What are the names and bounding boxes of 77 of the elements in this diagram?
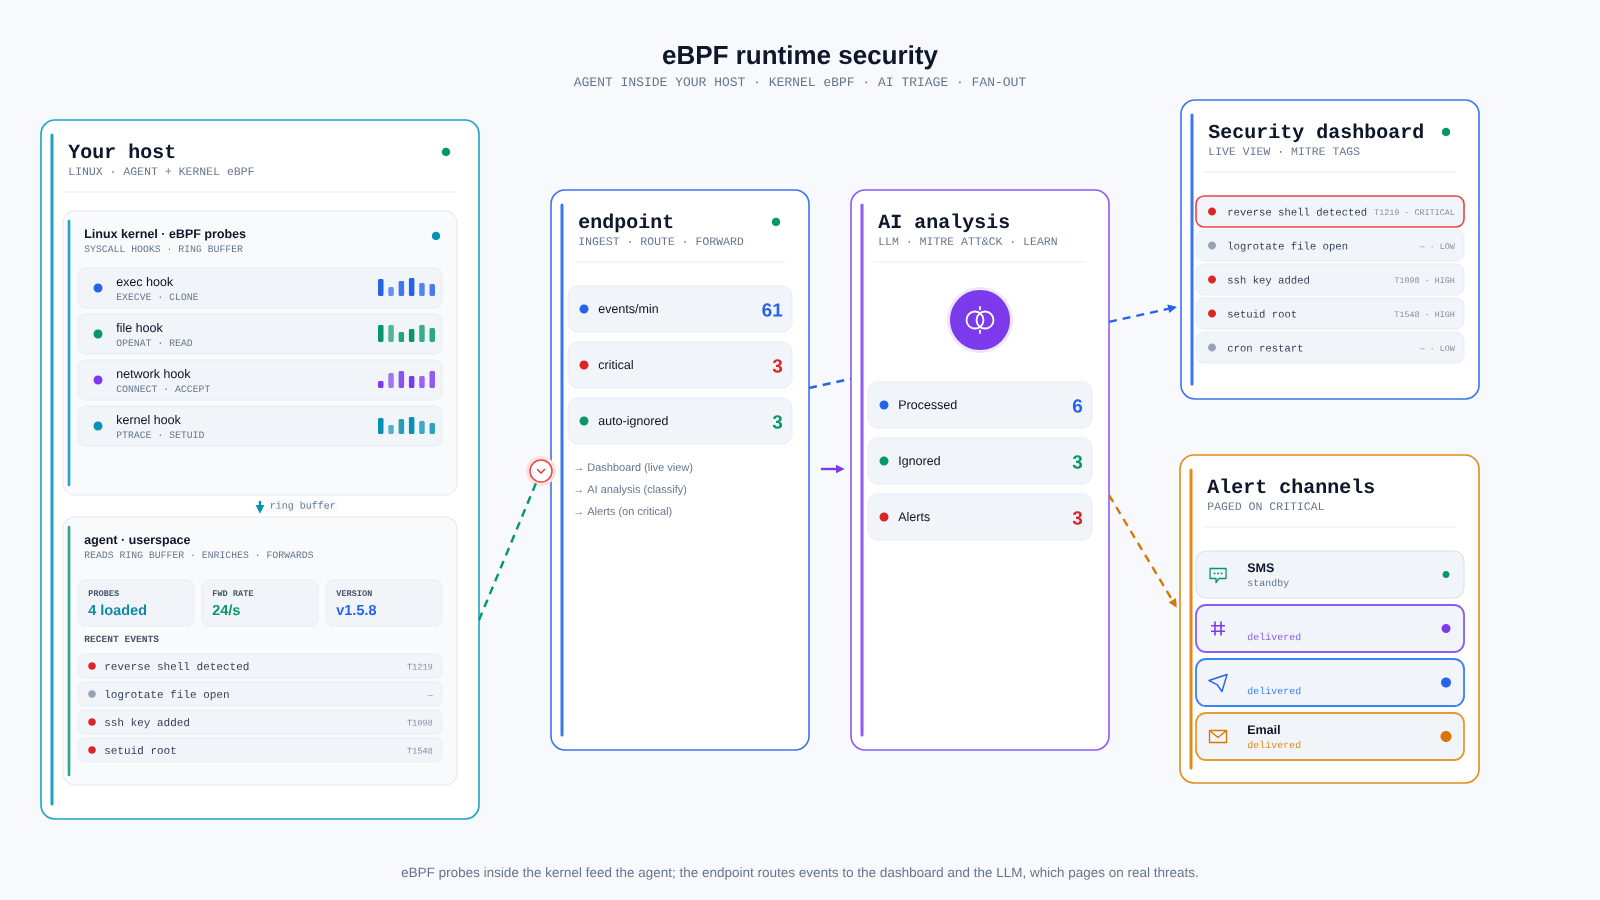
event-row: ssh key added T1098: [77, 709, 443, 735]
channel-row: Email delivered: [1195, 712, 1465, 761]
node-label: 3: [1072, 455, 1083, 469]
hook-row: kernel hook PTRACE · SETUID: [77, 405, 443, 447]
node-label: Ignored: [899, 455, 940, 468]
alert-row: reverse shell detected T1219 · CRITICAL: [1195, 195, 1465, 228]
panel-subtitle: LINUX · AGENT + KERNEL eBPF: [69, 167, 254, 176]
node-label: ssh key added: [105, 718, 190, 729]
card-subtitle: SYSCALL HOOKS · RING BUFFER: [84, 245, 243, 253]
panel-title: Your host: [68, 143, 175, 159]
route-line: → Alerts (on critical): [575, 507, 672, 518]
hook-row: exec hook EXECVE · CLONE: [77, 267, 443, 309]
panel-subtitle: LLM · MITRE ATT&CK · LEARN: [879, 237, 1057, 246]
node-label: Alerts: [898, 511, 930, 522]
node-label: logrotate file open: [105, 690, 229, 701]
panel-subtitle: LIVE VIEW · MITRE TAGS: [1209, 147, 1360, 156]
metric-row: events/min 61: [567, 285, 793, 333]
node-label: T1219: [407, 663, 433, 670]
metric-row: Ignored 3: [867, 437, 1093, 485]
route-line: → Dashboard (live view): [575, 463, 693, 474]
alert-row: setuid root T1548 · HIGH: [1195, 297, 1465, 330]
node-label: 3: [772, 359, 783, 373]
panel-subtitle: PAGED ON CRITICAL: [1208, 502, 1324, 511]
node-label: cron restart: [1227, 344, 1303, 352]
node-label: 3: [1072, 511, 1083, 525]
section-heading: RECENT EVENTS: [84, 635, 159, 643]
event-row: logrotate file open —: [77, 681, 443, 707]
event-row: setuid root T1548: [77, 737, 443, 763]
node-label: 6: [1072, 399, 1083, 413]
hook-row: network hook CONNECT · ACCEPT: [77, 359, 443, 401]
channel-row: delivered: [1195, 604, 1465, 653]
dashed-connector-line: [477, 480, 538, 621]
stat-tile: FWD RATE 24/s: [201, 579, 319, 627]
node-label: auto-ignored: [598, 415, 668, 428]
metric-row: critical 3: [567, 341, 793, 389]
event-row: reverse shell detected T1219: [77, 653, 443, 679]
panel-title: endpoint: [579, 213, 673, 233]
subtitle: AGENT INSIDE YOUR HOST · KERNEL eBPF · AI TRIAGE · FAN-OUT: [573, 77, 1026, 87]
node-label: logrotate file open: [1228, 241, 1348, 252]
route-line: → AI analysis (classify): [575, 485, 687, 496]
node-label: T1098 · HIGH: [1394, 277, 1455, 284]
hook-row: file hook OPENAT · READ: [77, 313, 443, 355]
node-label: — · LOW: [1419, 345, 1455, 352]
node-label: reverse shell detected: [105, 662, 249, 671]
node-label: —: [427, 695, 433, 696]
node-label: events/min: [598, 303, 658, 314]
alert-row: ssh key added T1098 · HIGH: [1195, 263, 1465, 296]
chevron-marker: [526, 456, 556, 486]
panel-title: Alert channels: [1207, 478, 1374, 494]
title: eBPF runtime security: [663, 45, 938, 70]
card-title: Linux kernel · eBPF probes: [85, 228, 246, 241]
card-title: agent · userspace: [84, 535, 191, 547]
caption: eBPF probes inside the kernel feed the agent; the endpoint routes events to the dashboard and the LLM, which pages on real threats.: [401, 867, 1198, 880]
stat-tile: VERSION v1.5.8: [325, 579, 443, 627]
node-label: T1548 · HIGH: [1394, 311, 1455, 318]
node-label: ssh key added: [1228, 275, 1309, 286]
card-subtitle: READS RING BUFFER · ENRICHES · FORWARDS: [84, 551, 314, 559]
node-label: critical: [598, 359, 633, 370]
node-label: 61: [762, 303, 783, 317]
node-label: T1548: [407, 747, 433, 754]
node-label: T1098: [407, 719, 433, 726]
panel-subtitle: INGEST · ROUTE · FORWARD: [579, 237, 744, 246]
metric-row: Alerts 3: [867, 493, 1093, 541]
alert-row: logrotate file open — · LOW: [1195, 229, 1465, 262]
channel-row: SMS standby: [1195, 550, 1465, 599]
stat-tile: PROBES 4 loaded: [77, 579, 195, 627]
panel-title: AI analysis: [878, 213, 1009, 233]
channel-row: delivered: [1195, 658, 1465, 707]
panel-title: Security dashboard: [1208, 123, 1423, 143]
node-label: setuid root: [1228, 309, 1297, 318]
metric-row: Processed 6: [867, 381, 1093, 429]
node-label: Processed: [899, 399, 957, 410]
metric-row: auto-ignored 3: [567, 397, 793, 445]
node-label: setuid root: [105, 746, 176, 755]
alert-row: cron restart — · LOW: [1195, 331, 1465, 364]
node-label: — · LOW: [1419, 243, 1455, 250]
node-label: 3: [772, 415, 783, 429]
